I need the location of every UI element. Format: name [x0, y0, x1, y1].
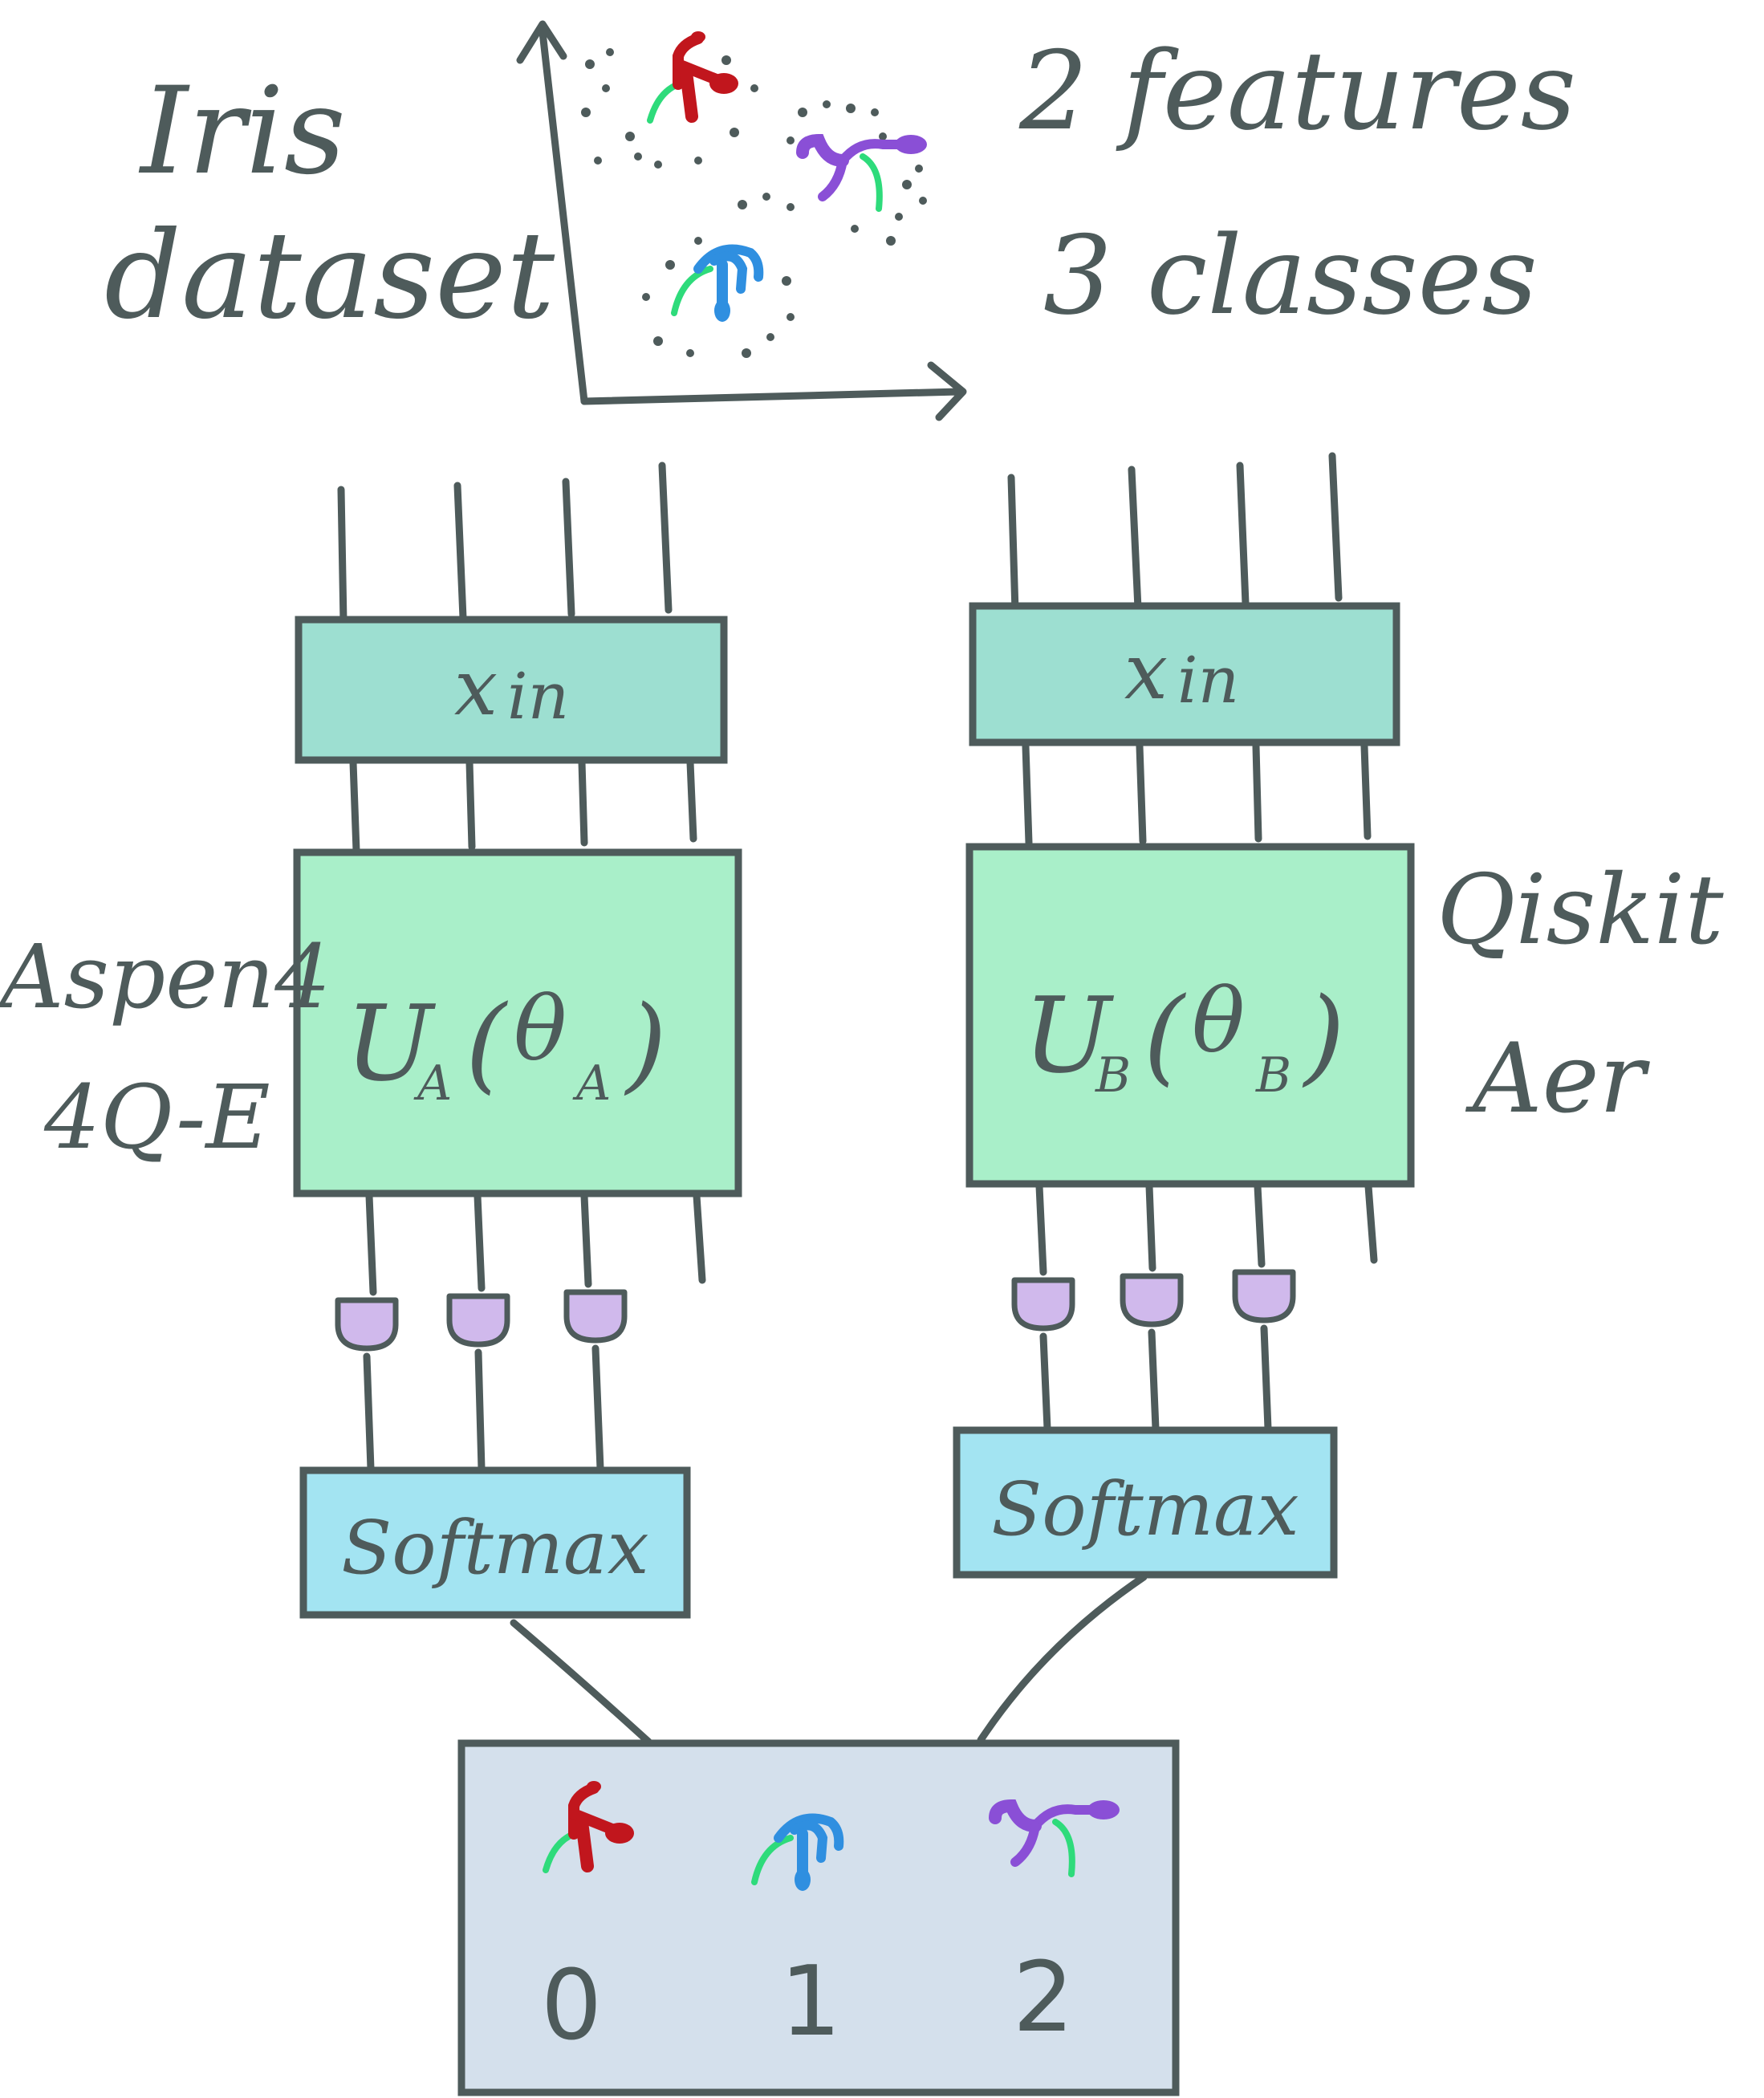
backend-line-1: Aspen4 — [0, 925, 331, 1028]
unitary-label: U — [1023, 974, 1115, 1096]
scatter-plot — [516, 20, 967, 421]
output-connectors — [510, 1573, 1148, 1746]
encoding-box — [295, 616, 728, 764]
measurement-gate-icon — [567, 1292, 624, 1340]
encoding-box — [969, 602, 1400, 746]
output-wires — [365, 1192, 706, 1296]
softmax-box — [953, 1426, 1338, 1579]
theta-symbol: θ — [1192, 970, 1245, 1072]
unitary-label: U — [345, 982, 437, 1104]
class-label-1: 1 — [780, 1946, 841, 2058]
theta-subscript: B — [1255, 1047, 1291, 1104]
unitary-subscript: B — [1095, 1047, 1131, 1104]
title-line-2: dataset — [104, 206, 555, 346]
right-paren: ) — [1302, 974, 1345, 1096]
output-wires — [1035, 1182, 1378, 1276]
scatter-dots — [581, 48, 927, 358]
features-count: 2 features — [1018, 28, 1576, 154]
middle-wires — [1022, 742, 1372, 847]
measurement-gate-icon — [1014, 1280, 1072, 1328]
class1-flower-icon — [674, 250, 758, 323]
classes-count: 3 classes — [1043, 213, 1538, 339]
class0-flower-icon — [650, 31, 738, 120]
input-wires — [337, 461, 673, 626]
output-classes: 0 1 2 — [457, 1739, 1180, 2096]
backend-line-1: Qiskit — [1437, 855, 1724, 966]
measurement-gate-icon — [1235, 1272, 1293, 1320]
softmax-label: Softmax — [991, 1466, 1299, 1552]
backend-line-2: 4Q-E — [43, 1066, 270, 1169]
encoding-label: x — [1124, 627, 1168, 717]
encoding-label: x — [454, 643, 498, 733]
left-circuit: x in U A ( θ A ) Aspen4 4Q-E — [0, 461, 742, 1619]
softmax-box — [299, 1466, 691, 1619]
dataset-info: 2 features 3 classes — [1018, 28, 1576, 339]
theta-symbol: θ — [514, 978, 567, 1080]
dataset-title: Iris dataset — [104, 62, 555, 346]
backend-line-2: Aer — [1465, 1023, 1651, 1135]
measurement-gate-icon — [338, 1300, 396, 1348]
left-paren: ( — [465, 982, 508, 1104]
encoding-subscript: in — [1177, 643, 1239, 718]
unitary-box — [293, 848, 742, 1197]
right-paren: ) — [624, 982, 667, 1104]
backend-label: Qiskit Aer — [1437, 855, 1724, 1135]
x-axis-arrow-icon — [580, 361, 967, 421]
unitary-subscript: A — [413, 1055, 452, 1112]
y-axis-arrow-icon — [516, 20, 588, 405]
middle-wires — [349, 758, 697, 855]
title-line-1: Iris — [138, 62, 346, 201]
measurement-gate-icon — [1123, 1276, 1181, 1324]
right-circuit: x in U B ( θ B ) Qiskit Aer — [953, 452, 1724, 1579]
unitary-box — [965, 843, 1415, 1188]
encoding-subscript: in — [507, 659, 569, 734]
input-wires — [1007, 452, 1343, 616]
measurement-gate-icon — [449, 1296, 507, 1344]
class-label-2: 2 — [1013, 1942, 1074, 2054]
backend-label: Aspen4 4Q-E — [0, 925, 331, 1169]
left-paren: ( — [1144, 974, 1186, 1096]
measured-wires — [1039, 1324, 1272, 1433]
measured-wires — [363, 1344, 604, 1473]
softmax-label: Softmax — [341, 1505, 648, 1591]
class-label-0: 0 — [541, 1950, 602, 2062]
theta-subscript: A — [572, 1055, 611, 1112]
class2-flower-icon — [803, 135, 927, 209]
